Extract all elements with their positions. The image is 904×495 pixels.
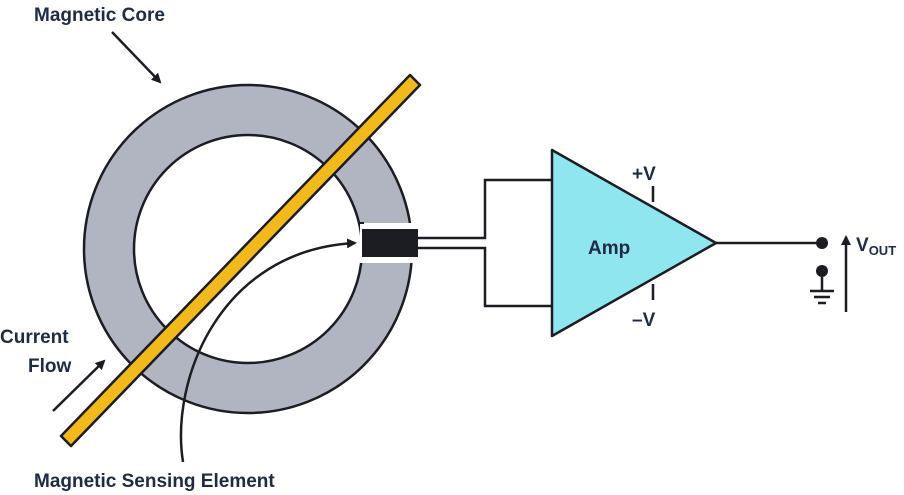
sensor-wires: [418, 178, 552, 308]
vout-subscript: OUT: [869, 243, 897, 258]
amplifier: Amp +V –V: [550, 148, 718, 338]
vout-label: VOUT: [856, 235, 896, 258]
wire-bottom: [418, 246, 552, 308]
vout-main: V: [856, 235, 869, 256]
ground-terminal: [816, 265, 828, 277]
magnetic-core-label: Magnetic Core: [34, 5, 165, 26]
output-terminal: [816, 237, 828, 249]
current-flow-arrow: [52, 359, 106, 412]
plus-v-label: +V: [632, 164, 656, 185]
amp-label: Amp: [588, 238, 630, 259]
core-callout-arrow: [111, 31, 162, 84]
sensing-callout-arrow: [179, 238, 357, 463]
wire-top: [418, 178, 552, 240]
minus-v-label: –V: [632, 310, 656, 331]
current-flow-label-line2: Flow: [28, 356, 71, 377]
conductor: [59, 73, 422, 448]
conductor-bar: [59, 73, 422, 448]
ground-icon: [810, 289, 834, 305]
output-section: VOUT: [716, 235, 896, 312]
sensing-element: [362, 229, 418, 257]
current-flow-label-line1: Current: [0, 327, 69, 348]
sensing-element-label: Magnetic Sensing Element: [34, 471, 275, 492]
amp-triangle: [550, 148, 718, 338]
